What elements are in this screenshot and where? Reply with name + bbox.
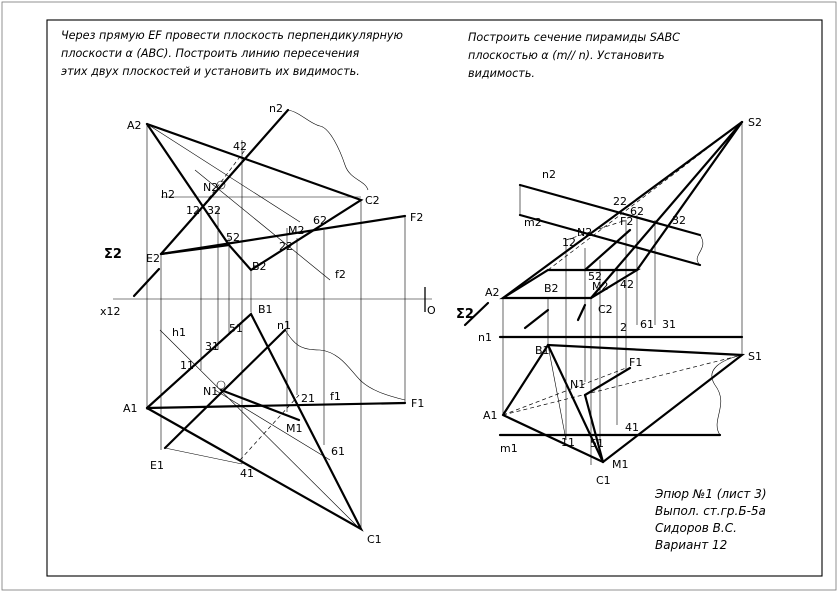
task-right-line3: видимость. — [468, 67, 535, 80]
stamp-line3: Сидоров В.С. — [655, 521, 737, 535]
rlabel-C2: C2 — [598, 303, 613, 316]
rlabel-11: 11 — [561, 436, 575, 449]
label-22: 22 — [279, 240, 293, 253]
label-M2: M2 — [288, 224, 305, 237]
label-52: 52 — [226, 231, 240, 244]
rlabel-62: 62 — [630, 205, 644, 218]
horizontal-projection — [145, 312, 407, 532]
label-n1: n1 — [277, 319, 291, 332]
rlabel-A1: A1 — [483, 409, 498, 422]
rlabel-N1: N1 — [570, 378, 585, 391]
label-N1: N1 — [203, 385, 218, 398]
stamp-line2: Выпол. ст.гр.Б-5а — [655, 504, 766, 518]
label-C1: C1 — [367, 533, 382, 546]
rlabel-41: 41 — [625, 421, 639, 434]
frontal-projection — [145, 108, 407, 281]
label-A1: A1 — [123, 402, 138, 415]
label-h2: h2 — [161, 188, 175, 201]
rlabel-sigma2: Σ2 — [456, 307, 474, 322]
rlabel-32: 32 — [672, 214, 686, 227]
stamp-line1: Эпюр №1 (лист 3) — [654, 487, 767, 501]
label-sigma2: Σ2 — [104, 247, 122, 262]
label-E1: E1 — [150, 459, 164, 472]
rlabel-52: 52 — [588, 270, 602, 283]
label-F1: F1 — [411, 397, 424, 410]
task-right-line2: плоскостью α (m// n). Установить — [468, 49, 665, 62]
rlabel-m2: m2 — [524, 216, 542, 229]
projection-links-left — [146, 124, 406, 529]
label-42: 42 — [233, 140, 247, 153]
left-epure: A2 n2 42 N2 h2 12 32 C2 F2 M2 62 52 22 E… — [100, 102, 436, 546]
rlabel-m1: m1 — [500, 442, 518, 455]
rlabel-12: 12 — [562, 236, 576, 249]
label-O: O — [427, 304, 436, 317]
label-21: 21 — [301, 392, 315, 405]
rlabel-A2: A2 — [485, 286, 500, 299]
rlabel-S1: S1 — [748, 350, 762, 363]
rlabel-N2: N2 — [577, 226, 592, 239]
rlabel-22: 22 — [613, 195, 627, 208]
label-E2: E2 — [146, 252, 160, 265]
label-x12: x12 — [100, 305, 121, 318]
rlabel-42: 42 — [620, 278, 634, 291]
rlabel-B1: B1 — [535, 344, 550, 357]
rlabel-51: 51 — [590, 437, 604, 450]
label-n2: n2 — [269, 102, 283, 115]
rlabel-61: 61 — [640, 318, 654, 331]
task-left-line3: этих двух плоскостей и установить их вид… — [61, 65, 360, 78]
task-left-line2: плоскости α (ABC). Построить линию перес… — [61, 47, 360, 60]
task-left-line1: Через прямую EF провести плоскость перпе… — [61, 29, 403, 42]
task-right-line1: Построить сечение пирамиды SABC — [468, 31, 680, 44]
rlabel-n2: n2 — [542, 168, 556, 181]
rlabel-31: 31 — [662, 318, 676, 331]
right-epure: S2 n2 22 62 m2 F2 32 N2 12 52 M2 42 A2 B… — [456, 116, 762, 487]
inner-frame — [46, 19, 823, 577]
rlabel-S2: S2 — [748, 116, 762, 129]
label-31: 31 — [205, 340, 219, 353]
label-F2: F2 — [410, 211, 423, 224]
label-C2: C2 — [365, 194, 380, 207]
rlabel-F1: F1 — [629, 356, 642, 369]
sigma-trace-left — [132, 267, 161, 298]
title-stamp: Эпюр №1 (лист 3) Выпол. ст.гр.Б-5а Сидор… — [654, 487, 767, 552]
rlabel-2: 2 — [620, 321, 627, 334]
label-62: 62 — [313, 214, 327, 227]
pyramid-frontal — [463, 120, 744, 330]
stamp-line4: Вариант 12 — [655, 538, 727, 552]
label-51: 51 — [229, 322, 243, 335]
label-B1: B1 — [258, 303, 273, 316]
right-labels: S2 n2 22 62 m2 F2 32 N2 12 52 M2 42 A2 B… — [456, 116, 762, 487]
label-M1: M1 — [286, 422, 303, 435]
rlabel-M1: M1 — [612, 458, 629, 471]
label-f1: f1 — [330, 390, 341, 403]
rlabel-n1: n1 — [478, 331, 492, 344]
label-12: 12 — [186, 204, 200, 217]
label-B2: B2 — [252, 260, 267, 273]
label-32: 32 — [207, 204, 221, 217]
left-labels: A2 n2 42 N2 h2 12 32 C2 F2 M2 62 52 22 E… — [100, 102, 436, 546]
task-text-right: Построить сечение пирамиды SABC плоскост… — [468, 31, 680, 80]
label-A2: A2 — [127, 119, 142, 132]
label-f2: f2 — [335, 268, 346, 281]
label-61: 61 — [331, 445, 345, 458]
label-11: 11 — [180, 359, 194, 372]
rlabel-F2: F2 — [620, 215, 633, 228]
rlabel-C1: C1 — [596, 474, 611, 487]
rlabel-B2: B2 — [544, 282, 559, 295]
pyramid-horizontal — [498, 335, 746, 464]
task-text-left: Через прямую EF провести плоскость перпе… — [61, 29, 403, 78]
rlabel-M2: M2 — [592, 280, 609, 293]
label-h1: h1 — [172, 326, 186, 339]
label-41: 41 — [240, 467, 254, 480]
label-N2: N2 — [203, 181, 218, 194]
